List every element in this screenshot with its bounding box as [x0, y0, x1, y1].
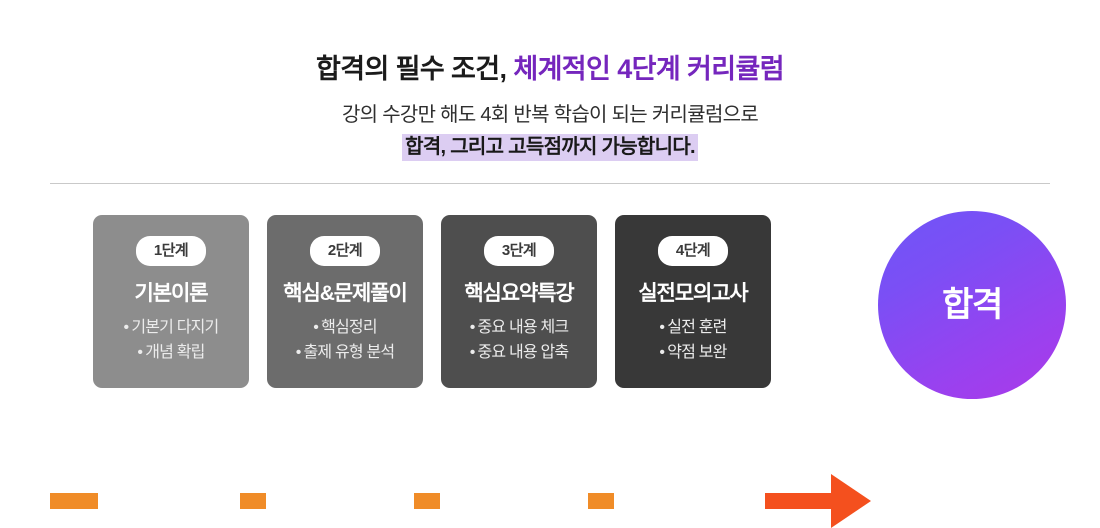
- bullet-icon: •: [659, 319, 665, 336]
- bullet-icon: •: [469, 319, 476, 336]
- list-item: •기본기 다지기: [93, 316, 249, 341]
- subtitle-line-2: 합격, 그리고 고득점까지 가능합니다.: [0, 129, 1100, 161]
- step-title-4: 실전모의고사: [638, 282, 748, 305]
- bullet-icon: •: [313, 319, 319, 336]
- header-block: 합격의 필수 조건, 체계적인 4단계 커리큘럼 강의 수강만 해도 4회 반복…: [0, 0, 1100, 161]
- list-item-label: 핵심정리: [321, 319, 377, 336]
- curriculum-flow-diagram: 1단계 기본이론 •기본기 다지기 •개념 확립 2단계 핵심&문제풀이 •핵심…: [0, 205, 1100, 528]
- flow-arrow-to-result: [765, 474, 880, 528]
- page-title-accent: 체계적인 4단계 커리큘럼: [513, 54, 784, 84]
- step-detail-list-1: •기본기 다지기 •개념 확립: [93, 307, 249, 366]
- list-item-label: 약점 보완: [667, 343, 727, 361]
- bullet-icon: •: [137, 343, 143, 361]
- step-detail-list-4: •실전 훈련 •약점 보완: [615, 307, 771, 366]
- list-item: •출제 유형 분석: [267, 341, 423, 366]
- arrow-head-icon: [831, 474, 871, 528]
- bullet-icon: •: [295, 343, 302, 361]
- list-item: •약점 보완: [615, 341, 771, 366]
- subtitle-highlight: 합격, 그리고 고득점까지 가능합니다.: [402, 133, 698, 161]
- bullet-icon: •: [659, 343, 665, 361]
- result-circle: 합격: [878, 211, 1066, 399]
- flow-connector-start: [50, 493, 98, 509]
- step-card-3[interactable]: 3단계 핵심요약특강 •중요 내용 체크 •중요 내용 압축: [441, 215, 597, 388]
- step-title-2: 핵심&문제풀이: [283, 282, 407, 305]
- list-item-label: 중요 내용 체크: [477, 319, 570, 336]
- flow-connector-3-4: [588, 493, 614, 509]
- step-badge-4: 4단계: [657, 236, 729, 266]
- page-title-plain: 합격의 필수 조건,: [316, 54, 507, 84]
- section-divider: [50, 183, 1050, 184]
- step-card-1[interactable]: 1단계 기본이론 •기본기 다지기 •개념 확립: [93, 215, 249, 388]
- step-card-2[interactable]: 2단계 핵심&문제풀이 •핵심정리 •출제 유형 분석: [267, 215, 423, 388]
- list-item-label: 실전 훈련: [667, 319, 727, 336]
- list-item-label: 출제 유형 분석: [303, 343, 396, 361]
- flow-connector-2-3: [414, 493, 440, 509]
- list-item-label: 개념 확립: [145, 343, 205, 361]
- list-item: •개념 확립: [93, 341, 249, 366]
- list-item: •중요 내용 압축: [441, 341, 597, 366]
- step-badge-1: 1단계: [135, 236, 207, 266]
- list-item: •실전 훈련: [615, 316, 771, 341]
- arrow-shaft: [765, 493, 837, 509]
- list-item: •핵심정리: [267, 316, 423, 341]
- step-detail-list-3: •중요 내용 체크 •중요 내용 압축: [441, 307, 597, 366]
- list-item-label: 기본기 다지기: [131, 319, 219, 336]
- subtitle-line-1: 강의 수강만 해도 4회 반복 학습이 되는 커리큘럼으로: [341, 103, 759, 126]
- step-card-4[interactable]: 4단계 실전모의고사 •실전 훈련 •약점 보완: [615, 215, 771, 388]
- step-detail-list-2: •핵심정리 •출제 유형 분석: [267, 307, 423, 366]
- list-item-label: 중요 내용 압축: [477, 343, 570, 361]
- step-badge-3: 3단계: [483, 236, 555, 266]
- list-item: •중요 내용 체크: [441, 316, 597, 341]
- bullet-icon: •: [469, 343, 476, 361]
- step-badge-2: 2단계: [309, 236, 381, 266]
- flow-connector-1-2: [240, 493, 266, 509]
- step-title-3: 핵심요약특강: [464, 282, 574, 305]
- result-label: 합격: [942, 286, 1003, 324]
- bullet-icon: •: [123, 319, 130, 336]
- page-title: 합격의 필수 조건, 체계적인 4단계 커리큘럼: [0, 0, 1100, 87]
- step-title-1: 기본이론: [134, 282, 209, 305]
